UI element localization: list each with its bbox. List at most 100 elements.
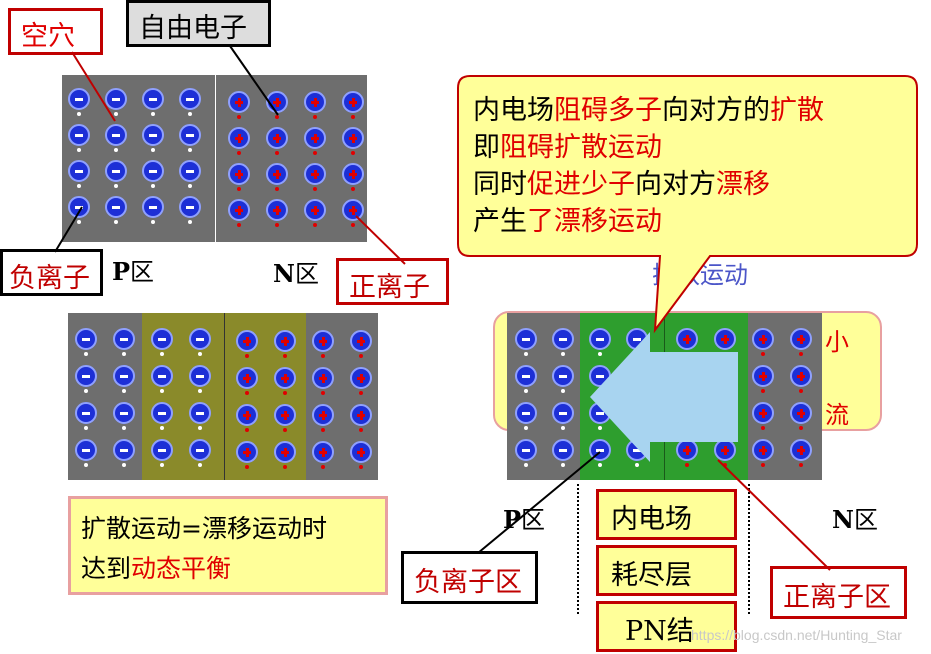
electron-dot [351, 151, 355, 155]
positive-ion [266, 127, 288, 149]
negative-ion [552, 439, 574, 461]
negative-ion [142, 88, 164, 110]
positive-ion [714, 328, 736, 350]
positive-ion [312, 404, 334, 426]
dotted-boundary-right [748, 484, 750, 614]
hole-dot [151, 112, 155, 116]
positive-ion [790, 365, 812, 387]
positive-ion [228, 199, 250, 221]
electron-dot [799, 463, 803, 467]
hole-dot [84, 463, 88, 467]
hole-dot [84, 426, 88, 430]
positive-ion [228, 127, 250, 149]
positive-ion [236, 441, 258, 463]
positive-ion [312, 441, 334, 463]
positive-ion [752, 328, 774, 350]
positive-ion [752, 439, 774, 461]
electron-dot [723, 463, 727, 467]
positive-ion [274, 441, 296, 463]
electron-dot [313, 151, 317, 155]
positive-ion [714, 439, 736, 461]
negative-ion [68, 88, 90, 110]
positive-ion [274, 330, 296, 352]
positive-ion [228, 91, 250, 113]
hole-dot [188, 184, 192, 188]
electron-dot [245, 465, 249, 469]
negative-ion [552, 365, 574, 387]
hole-dot [598, 352, 602, 356]
electron-dot [283, 354, 287, 358]
hole-label: 空穴 [8, 8, 103, 55]
callout-line3: 同时促进少子向对方漂移 [473, 169, 770, 200]
positive-ion [236, 330, 258, 352]
negative-ion [142, 160, 164, 182]
callout-bubble [457, 75, 918, 334]
negative-ion [515, 439, 537, 461]
hole-dot [188, 112, 192, 116]
hole-dot [524, 463, 528, 467]
electron-dot [313, 187, 317, 191]
electron-dot [237, 151, 241, 155]
hole-dot [77, 112, 81, 116]
faded-flow-text: 流 [825, 401, 849, 429]
negative-ion [189, 365, 211, 387]
positive-ion [676, 439, 698, 461]
positive-ion [342, 127, 364, 149]
negative-ion-label: 负离子 [0, 249, 103, 296]
hole-dot [561, 389, 565, 393]
positive-ion [350, 367, 372, 389]
negative-ion [105, 88, 127, 110]
negative-ion [151, 365, 173, 387]
hole-dot [84, 389, 88, 393]
hole-dot [114, 220, 118, 224]
hole-dot [561, 463, 565, 467]
positive-ion [790, 402, 812, 424]
negative-ion [151, 402, 173, 424]
negative-ion [515, 365, 537, 387]
equilibrium-line2: 达到动态平衡 [81, 554, 232, 583]
hole-dot [122, 389, 126, 393]
hole-dot [198, 426, 202, 430]
inner-field-arrow [590, 332, 738, 462]
negative-ion [75, 439, 97, 461]
pn-junction-label: PN结 [596, 601, 737, 652]
n-region-label-right: N区 [832, 505, 878, 534]
callout-text: 内电场阻碍多子向对方的扩散 即阻碍扩散运动 同时促进少子向对方漂移 产生了漂移运… [473, 92, 824, 240]
negative-ion [113, 402, 135, 424]
free-electron-label: 自由电子 [126, 0, 271, 47]
electron-dot [359, 354, 363, 358]
negative-ion [552, 328, 574, 350]
hole-dot [198, 352, 202, 356]
hole-dot [114, 184, 118, 188]
electron-dot [283, 391, 287, 395]
positive-ion-label: 正离子 [336, 258, 449, 305]
hole-dot [524, 389, 528, 393]
negative-ion [105, 160, 127, 182]
positive-ion-region-label: 正离子区 [770, 566, 907, 619]
hole-dot [122, 463, 126, 467]
hole-dot [122, 352, 126, 356]
depletion-layer-label: 耗尽层 [596, 545, 737, 596]
electron-dot [321, 465, 325, 469]
negative-ion [179, 88, 201, 110]
positive-ion [312, 367, 334, 389]
hole-dot [160, 352, 164, 356]
electron-dot [313, 223, 317, 227]
callout-line1: 内电场阻碍多子向对方的扩散 [473, 95, 824, 126]
junction-line-mid [224, 313, 225, 480]
faded-small-text: 小 [825, 328, 849, 356]
electron-dot [275, 115, 279, 119]
hole-dot [198, 463, 202, 467]
equilibrium-line1: 扩散运动=漂移运动时 [81, 514, 327, 543]
positive-ion [342, 199, 364, 221]
hole-dot [561, 426, 565, 430]
positive-ion [228, 163, 250, 185]
negative-ion [105, 196, 127, 218]
hole-dot [160, 426, 164, 430]
electron-dot [275, 223, 279, 227]
hole-dot [114, 112, 118, 116]
positive-ion [304, 127, 326, 149]
electron-dot [761, 352, 765, 356]
positive-ion [790, 439, 812, 461]
